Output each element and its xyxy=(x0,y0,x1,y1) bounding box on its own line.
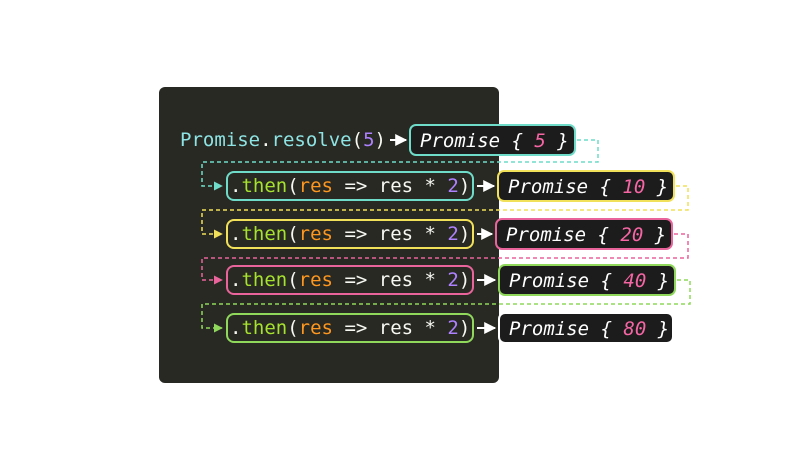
promise-value: 20 xyxy=(620,224,644,246)
close-paren: ) xyxy=(374,129,386,151)
promise-label: Promise { 10 } xyxy=(508,174,668,200)
promise-suffix: } xyxy=(646,270,670,292)
then-code: .then(res => res * 2) xyxy=(230,267,470,293)
promise-label: Promise { 20 } xyxy=(506,222,666,248)
dot-operator: . xyxy=(260,129,272,151)
then-method: then xyxy=(241,223,288,245)
open-paren: ( xyxy=(287,317,299,339)
promise-value: 5 xyxy=(534,130,546,152)
promise-prefix: Promise { xyxy=(509,318,624,340)
then-call-3: .then(res => res * 2) xyxy=(226,265,474,295)
then-method: then xyxy=(241,317,288,339)
then-code: .then(res => res * 2) xyxy=(230,221,470,247)
promise-label: Promise { 40 } xyxy=(509,268,669,294)
dot-operator: . xyxy=(230,269,242,291)
promise-suffix: } xyxy=(545,130,569,152)
arrow-operator: => xyxy=(333,175,379,197)
callback-param: res xyxy=(298,223,333,245)
promise-suffix: } xyxy=(645,176,669,198)
callback-param: res xyxy=(298,317,333,339)
close-paren: ) xyxy=(458,223,471,245)
then-method: then xyxy=(241,269,288,291)
then-code: .then(res => res * 2) xyxy=(230,315,470,341)
arrow-operator: => xyxy=(333,223,379,245)
open-paren: ( xyxy=(351,129,364,151)
dot-operator: . xyxy=(230,317,242,339)
promise-result-4: Promise { 40 } xyxy=(498,264,676,296)
promise-prefix: Promise { xyxy=(508,176,623,198)
open-paren: ( xyxy=(287,223,299,245)
promise-resolve-line: Promise.resolve(5) xyxy=(180,127,386,153)
then-call-1: .then(res => res * 2) xyxy=(226,171,474,201)
multiplier: 2 xyxy=(447,175,459,197)
promise-suffix: } xyxy=(646,318,670,340)
callback-param: res xyxy=(298,175,333,197)
connector-green xyxy=(201,279,691,333)
connector-teal xyxy=(201,139,599,191)
close-paren: ) xyxy=(458,269,471,291)
promise-prefix: Promise { xyxy=(420,130,535,152)
then-code: .then(res => res * 2) xyxy=(230,173,470,199)
connector-pink xyxy=(201,233,689,285)
open-paren: ( xyxy=(287,269,299,291)
multiplier: 2 xyxy=(447,269,459,291)
multiplier: 2 xyxy=(447,223,459,245)
promise-suffix: } xyxy=(643,224,667,246)
arrow-operator: => xyxy=(333,317,379,339)
promise-identifier: Promise xyxy=(180,129,261,151)
promise-prefix: Promise { xyxy=(509,270,624,292)
promise-result-1: Promise { 5 } xyxy=(409,124,576,156)
connector-yellow xyxy=(201,185,689,239)
promise-value: 80 xyxy=(623,318,647,340)
promise-result-3: Promise { 20 } xyxy=(495,218,673,250)
promise-prefix: Promise { xyxy=(506,224,621,246)
callback-body: res * xyxy=(378,317,448,339)
callback-param: res xyxy=(298,269,333,291)
multiplier: 2 xyxy=(447,317,459,339)
callback-body: res * xyxy=(378,223,448,245)
open-paren: ( xyxy=(287,175,299,197)
promise-label: Promise { 80 } xyxy=(509,316,669,342)
promise-value: 40 xyxy=(623,270,647,292)
close-paren: ) xyxy=(458,175,471,197)
promise-result-5: Promise { 80 } xyxy=(498,312,674,344)
then-method: then xyxy=(241,175,288,197)
arrow-operator: => xyxy=(333,269,379,291)
promise-result-2: Promise { 10 } xyxy=(497,170,675,202)
promise-label: Promise { 5 } xyxy=(420,128,569,154)
resolve-argument: 5 xyxy=(363,129,375,151)
close-paren: ) xyxy=(458,317,471,339)
dot-operator: . xyxy=(230,223,242,245)
callback-body: res * xyxy=(378,175,448,197)
then-call-2: .then(res => res * 2) xyxy=(226,219,474,249)
resolve-method: resolve xyxy=(271,129,352,151)
promise-value: 10 xyxy=(622,176,646,198)
dot-operator: . xyxy=(230,175,242,197)
callback-body: res * xyxy=(378,269,448,291)
then-call-4: .then(res => res * 2) xyxy=(226,313,474,343)
